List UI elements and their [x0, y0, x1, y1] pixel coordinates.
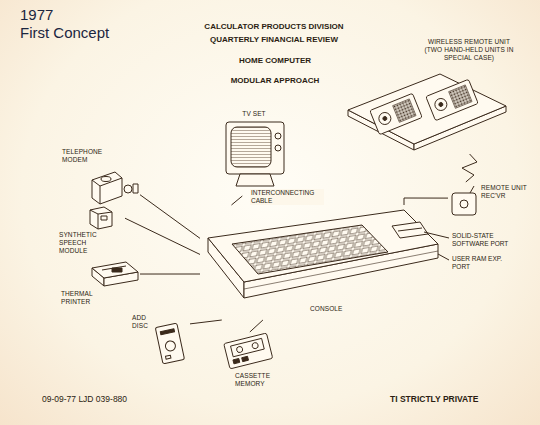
- console-figure: [398, 228, 422, 231]
- label: 09-09-77 LJD 039-880: [42, 394, 172, 404]
- cassette-figure: [231, 338, 265, 356]
- connector-cable: [140, 274, 200, 275]
- tv-figure: [231, 127, 271, 167]
- printer-figure: [92, 262, 138, 286]
- remote-case-figure: [426, 79, 478, 120]
- cassette-figure: [236, 346, 243, 353]
- receiver-figure: [452, 193, 476, 215]
- speech-module-figure: [90, 207, 112, 229]
- device-node: CONSOLE: [200, 205, 442, 320]
- label: 1977: [20, 6, 100, 24]
- tv-figure: [236, 174, 274, 186]
- device-node: TV SET: [215, 108, 293, 196]
- cassette-figure: [252, 342, 259, 349]
- label: HOME COMPUTER: [200, 56, 350, 66]
- remote-case-figure: [426, 79, 478, 120]
- cassette-figure: [224, 333, 273, 369]
- device-label: WIRELESS REMOTE UNIT (TWO HAND-HELD UNIT…: [420, 38, 518, 62]
- title: CALCULATOR PRODUCTS DIVISION QUARTERLY F…: [190, 21, 358, 47]
- console-figure: [232, 225, 388, 274]
- device-node: ADD DISC: [130, 312, 190, 366]
- console-figure: [392, 222, 428, 238]
- console-figure: [208, 210, 438, 282]
- remote-case-figure: [370, 93, 422, 134]
- console-figure: [244, 251, 438, 289]
- leader-line: [424, 232, 449, 238]
- console-figure: [208, 210, 438, 298]
- receiver-figure: [452, 186, 476, 215]
- device-label: ADD DISC: [132, 314, 162, 330]
- tv-figure: [226, 122, 284, 186]
- label: First Concept: [20, 24, 140, 42]
- connector-cable: [140, 195, 200, 239]
- remote-case-figure: [370, 93, 422, 134]
- label: SOLID-STATE SOFTWARE PORT: [452, 232, 516, 248]
- connector-cable: [462, 154, 477, 182]
- disc-drive-figure: [164, 340, 176, 352]
- printer-figure: [112, 268, 122, 272]
- remote-case-figure: [382, 116, 387, 121]
- remote-case-figure: [393, 99, 416, 122]
- device-label: THERMAL PRINTER: [61, 290, 111, 306]
- device-node: SYNTHETIC SPEECH MODULE: [55, 205, 125, 260]
- remote-case-figure: [438, 102, 443, 107]
- tv-figure: [275, 145, 281, 151]
- cassette-figure: [242, 356, 249, 361]
- remote-case-figure: [348, 74, 506, 144]
- disc-drive-figure: [160, 329, 174, 335]
- leader-line: [438, 254, 449, 260]
- illustration: [90, 74, 506, 369]
- device-label: CONSOLE: [310, 305, 370, 313]
- remote-case-figure: [449, 85, 472, 108]
- device-label: SYNTHETIC SPEECH MODULE: [59, 231, 109, 255]
- device-node: REMOTE UNIT REC'VR: [448, 182, 529, 228]
- device-node: THERMAL PRINTER: [55, 262, 140, 308]
- speech-module-figure: [90, 207, 112, 229]
- label: MODULAR APPROACH: [200, 76, 350, 86]
- connector-cable: [231, 196, 242, 205]
- speech-module-figure: [101, 216, 107, 220]
- device-label: REMOTE UNIT REC'VR: [481, 184, 527, 200]
- modem-figure: [124, 185, 132, 193]
- device-label: TELEPHONE MODEM: [62, 148, 110, 164]
- cable-label: INTERCONNECTING CABLE: [250, 189, 324, 205]
- disc-drive-figure: [165, 355, 171, 359]
- leader-line: [424, 232, 449, 260]
- label: TI STRICTLY PRIVATE: [390, 394, 520, 404]
- receiver-figure: [470, 186, 474, 193]
- tv-figure: [275, 133, 281, 139]
- speech-module-figure: [98, 214, 99, 229]
- modem-figure: [100, 186, 101, 204]
- label: USER RAM EXP. PORT: [452, 255, 516, 271]
- remote-case-figure: [377, 111, 393, 127]
- receiver-figure: [460, 200, 468, 208]
- device-label: CASSETTE MEMORY: [235, 372, 295, 388]
- modem-figure: [92, 172, 122, 204]
- device-node: WIRELESS REMOTE UNIT (TWO HAND-HELD UNIT…: [340, 36, 520, 154]
- device-node: CASSETTE MEMORY: [215, 332, 300, 392]
- cassette-figure: [233, 358, 240, 363]
- connector-cable: [404, 198, 448, 205]
- cassette-figure: [224, 333, 273, 369]
- disc-drive-figure: [155, 323, 184, 364]
- tv-figure: [226, 122, 284, 174]
- speech-module-figure: [90, 210, 112, 214]
- modem-figure: [133, 184, 138, 193]
- disc-drive-figure: [155, 323, 184, 364]
- device-node: TELEPHONE MODEM: [60, 146, 140, 202]
- remote-case-figure: [348, 74, 506, 150]
- connector-cable: [125, 218, 200, 254]
- modem-figure: [92, 172, 138, 204]
- remote-case-figure: [433, 97, 449, 113]
- connector-cable: [250, 320, 263, 332]
- modem-figure: [101, 177, 111, 182]
- device-label: TV SET: [229, 110, 279, 118]
- connector-cable: [190, 320, 222, 324]
- printer-figure: [92, 262, 138, 278]
